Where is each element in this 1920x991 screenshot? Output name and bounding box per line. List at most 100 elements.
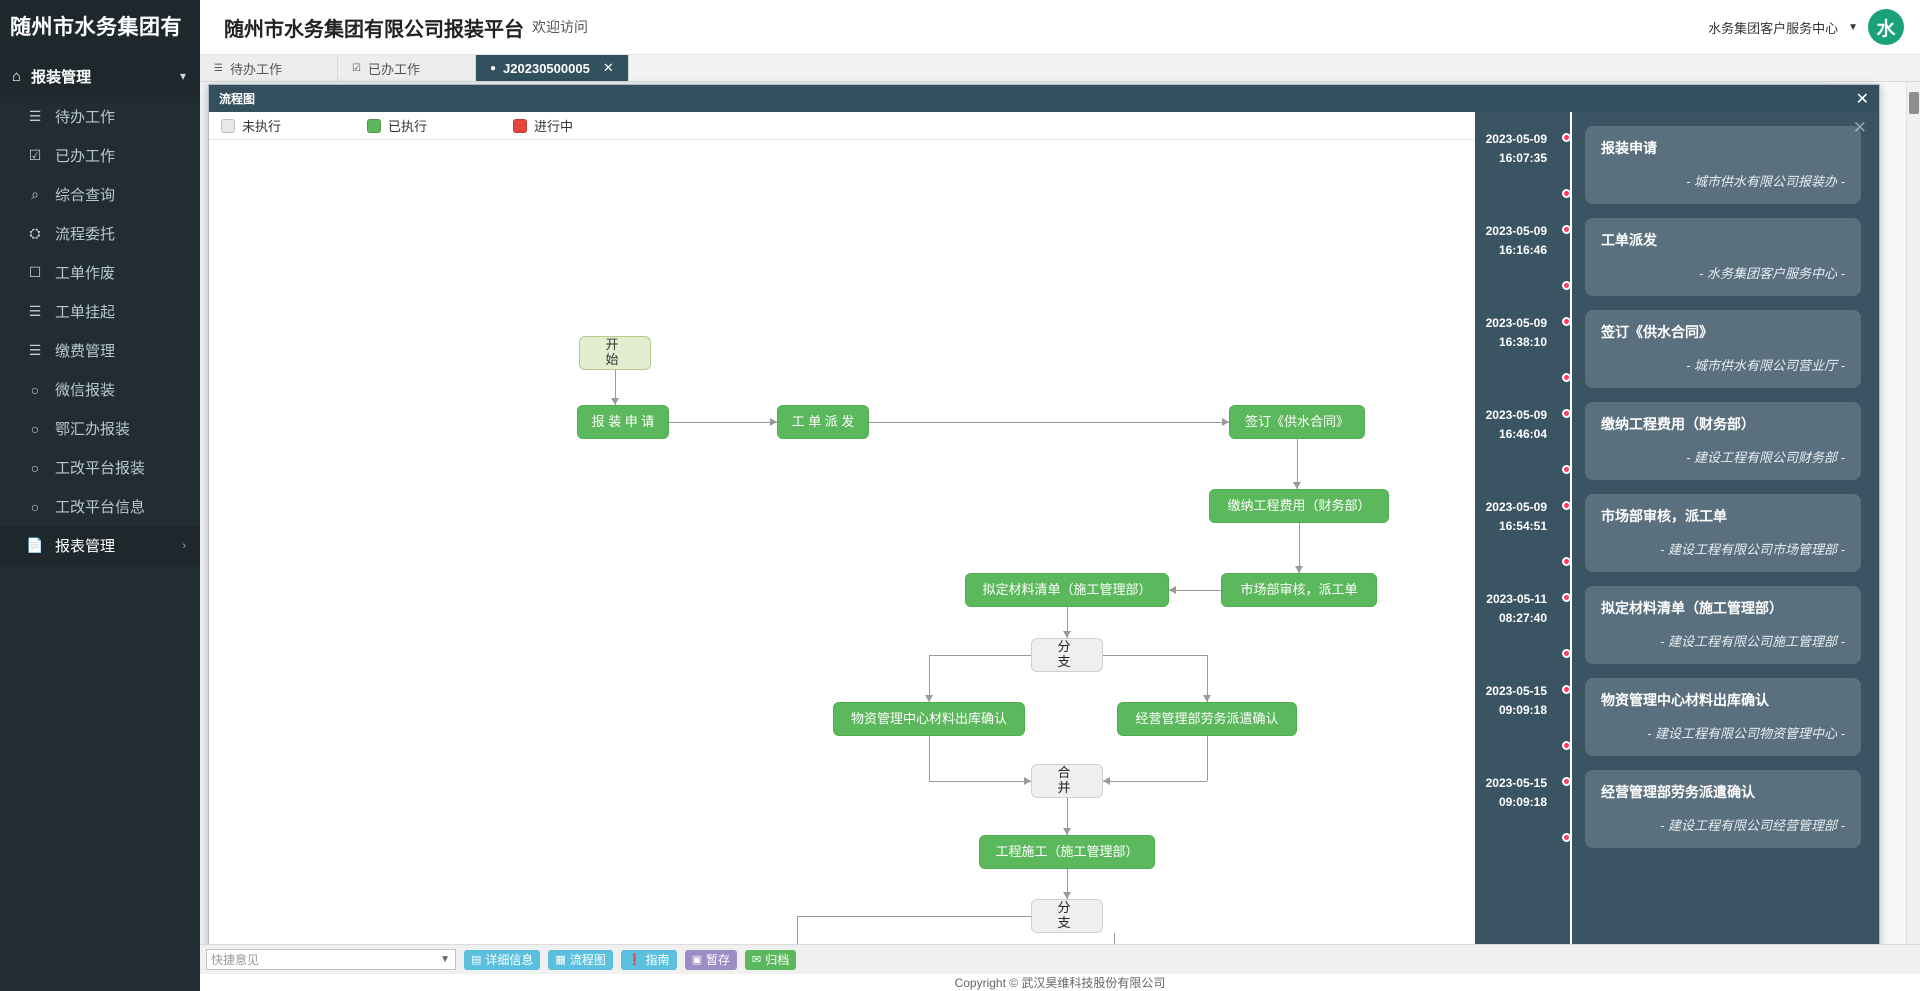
- flow-node-out[interactable]: 物资管理中心材料出库确认: [833, 702, 1025, 736]
- flow-node-label: 合 并: [1057, 765, 1096, 795]
- sidebar-menu-header[interactable]: ⌂ 报装管理 ▾: [0, 55, 200, 97]
- sidebar-item-3[interactable]: ⛭流程委托: [0, 214, 200, 253]
- flow-connector: [1297, 439, 1298, 489]
- flow-node-sign[interactable]: 签订《供水合同》: [1229, 405, 1365, 439]
- timeline-close-icon[interactable]: ✕: [1852, 118, 1867, 137]
- tab-0[interactable]: ☰待办工作: [200, 55, 338, 81]
- flow-node-disp[interactable]: 工 单 派 发: [777, 405, 869, 439]
- timeline-card[interactable]: 经营管理部劳务派遣确认- 建设工程有限公司经营管理部 -: [1585, 770, 1861, 848]
- caret-down-icon[interactable]: ▼: [1848, 21, 1858, 33]
- close-icon[interactable]: ✕: [1855, 90, 1869, 108]
- avatar[interactable]: 水: [1868, 9, 1904, 45]
- flowchart-dialog: 流程图 ✕ 未执行已执行进行中 开 始报 装 申 请工 单 派 发签订《供水合同…: [208, 84, 1880, 955]
- sidebar-item-6[interactable]: ☰缴费管理: [0, 331, 200, 370]
- timeline-card[interactable]: 工单派发- 水务集团客户服务中心 -: [1585, 218, 1861, 296]
- header-right: 水务集团客户服务中心 ▼ 水: [1708, 9, 1904, 45]
- flow-node-br2[interactable]: 分 支: [1031, 899, 1103, 933]
- timeline-dot-icon: [1562, 741, 1571, 750]
- timeline-card[interactable]: 物资管理中心材料出库确认- 建设工程有限公司物资管理中心 -: [1585, 678, 1861, 756]
- sidebar-item-1[interactable]: ☑已办工作: [0, 136, 200, 175]
- exclamation-icon: ❗: [627, 954, 642, 966]
- toolbar-button-1[interactable]: ▦流程图: [548, 949, 613, 970]
- flow-arrow-icon: [1293, 482, 1301, 489]
- toolbar-button-label: 归档: [765, 953, 790, 967]
- sidebar-item-7[interactable]: ○微信报装: [0, 370, 200, 409]
- flow-node-mkt[interactable]: 市场部审核，派工单: [1221, 573, 1377, 607]
- flow-node-start[interactable]: 开 始: [579, 336, 651, 370]
- flow-node-mat[interactable]: 拟定材料清单（施工管理部）: [965, 573, 1169, 607]
- sidebar-item-0[interactable]: ☰待办工作: [0, 97, 200, 136]
- flow-node-label: 开 始: [605, 337, 644, 367]
- tab-label: J20230500005: [503, 60, 590, 76]
- sidebar-item-5[interactable]: ☰工单挂起: [0, 292, 200, 331]
- toolbar-button-3[interactable]: ▣暂存: [684, 949, 737, 970]
- timeline-time: 09:09:18: [1498, 703, 1547, 717]
- timeline-card-actor: - 建设工程有限公司施工管理部 -: [1660, 634, 1845, 649]
- flow-node-br1[interactable]: 分 支: [1031, 638, 1103, 672]
- flow-connector: [929, 655, 1031, 656]
- tab-1[interactable]: ☑已办工作: [338, 55, 476, 81]
- flow-arrow-icon: [1063, 892, 1071, 899]
- sidebar-item-9[interactable]: ○工改平台报装: [0, 448, 200, 487]
- file-pause-icon: ☰: [28, 303, 42, 319]
- timeline-card[interactable]: 报装申请- 城市供水有限公司报装办 -: [1585, 126, 1861, 204]
- flowchart-canvas[interactable]: 开 始报 装 申 请 工 单 派 发 签订《供水合同》缴纳工程费用（财务部） 市场部审…: [209, 140, 1477, 955]
- flow-connector: [1067, 798, 1068, 835]
- sidebar-item-4[interactable]: ☐工单作废: [0, 253, 200, 292]
- timeline-entry[interactable]: 2023-05-09 16:16:46 工单派发- 水务集团客户服务中心 -: [1475, 218, 1879, 296]
- flow-arrow-icon: [1063, 631, 1071, 638]
- user-name[interactable]: 水务集团客户服务中心: [1708, 20, 1839, 36]
- flow-node-apply[interactable]: 报 装 申 请: [577, 405, 669, 439]
- timeline-card[interactable]: 市场部审核，派工单- 建设工程有限公司市场管理部 -: [1585, 494, 1861, 572]
- flow-connector: [1103, 655, 1207, 656]
- toolbar-button-2[interactable]: ❗指南: [620, 949, 677, 970]
- timeline-card[interactable]: 签订《供水合同》- 城市供水有限公司营业厅 -: [1585, 310, 1861, 388]
- flow-connector: [929, 655, 930, 702]
- flow-node-label: 签订《供水合同》: [1244, 413, 1349, 429]
- timeline-card[interactable]: 拟定材料清单（施工管理部） - 建设工程有限公司施工管理部 -: [1585, 586, 1861, 664]
- toolbar-button-label: 指南: [645, 953, 670, 967]
- tab-2[interactable]: ●J20230500005✕: [476, 55, 629, 81]
- sidebar-item-8[interactable]: ○鄂汇办报装: [0, 409, 200, 448]
- toolbar-button-0[interactable]: ▤详细信息: [464, 949, 541, 970]
- tab-close-icon[interactable]: ✕: [602, 60, 614, 75]
- flow-connector: [1207, 655, 1208, 702]
- flow-node-fee[interactable]: 缴纳工程费用（财务部）: [1209, 489, 1389, 523]
- scrollbar-thumb[interactable]: [1909, 92, 1919, 114]
- timeline-dot-icon: [1562, 501, 1571, 510]
- timeline-dot-icon: [1562, 281, 1571, 290]
- timeline-dot-icon: [1562, 557, 1571, 566]
- sidebar-item-report-management[interactable]: 📄 报表管理 ›: [0, 526, 200, 565]
- timeline-card-actor: - 城市供水有限公司报装办 -: [1686, 174, 1845, 189]
- timeline-date: 2023-05-09: [1485, 224, 1547, 238]
- flow-connector: [869, 422, 1229, 423]
- timeline-card[interactable]: 缴纳工程费用（财务部）- 建设工程有限公司财务部 -: [1585, 402, 1861, 480]
- flow-node-build[interactable]: 工程施工（施工管理部）: [979, 835, 1155, 869]
- timeline-card-actor: - 水务集团客户服务中心 -: [1699, 266, 1845, 281]
- timeline-card-title: 拟定材料清单（施工管理部）: [1601, 600, 1783, 616]
- flow-node-labor[interactable]: 经营管理部劳务派遣确认: [1117, 702, 1297, 736]
- toolbar-button-4[interactable]: ✉归档: [744, 949, 797, 970]
- flow-node-label: 缴纳工程费用（财务部）: [1227, 497, 1371, 513]
- sidebar-item-10[interactable]: ○工改平台信息: [0, 487, 200, 526]
- page-scrollbar[interactable]: [1906, 82, 1920, 991]
- welcome-text: 欢迎访问: [532, 19, 588, 35]
- flow-node-mg1[interactable]: 合 并: [1031, 764, 1103, 798]
- flow-connector: [1103, 781, 1207, 782]
- tab-strip: ☰待办工作☑已办工作●J20230500005✕: [200, 55, 1920, 82]
- quick-opinion-select[interactable]: 快捷意见 ▼: [206, 949, 456, 970]
- legend-item-2: 进行中: [513, 116, 573, 135]
- timeline-time: 16:16:46: [1498, 243, 1547, 257]
- sidebar-item-2[interactable]: ⌕综合查询: [0, 175, 200, 214]
- sidebar-item-label: 流程委托: [55, 226, 116, 243]
